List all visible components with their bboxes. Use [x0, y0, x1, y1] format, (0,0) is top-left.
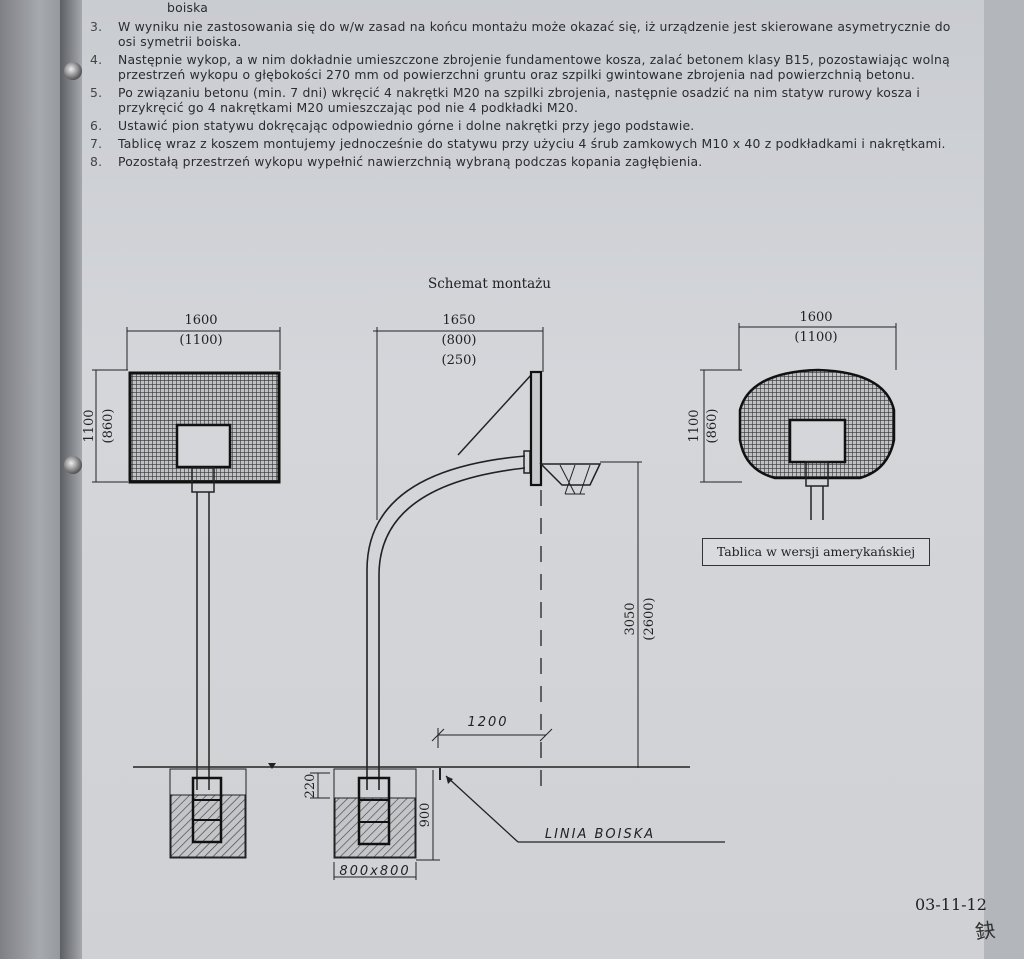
american-backboard-view: [700, 323, 897, 520]
step-item: 6. Ustawić pion statywu dokręcając odpowi…: [90, 118, 970, 133]
step-text: Po związaniu betonu (min. 7 dni) wkręcić…: [118, 85, 921, 115]
front-height-alt-label: (860): [101, 409, 116, 444]
american-version-caption: Tablica w wersji amerykańskiej: [702, 538, 930, 566]
side-width-label: 1650: [442, 313, 475, 328]
binder-ring-icon: [64, 62, 82, 80]
handwritten-signature: 鈌: [973, 917, 997, 945]
document-date: 03-11-12: [915, 895, 987, 914]
rim-height-label: 3050: [623, 602, 638, 635]
backboard-target-square: [175, 423, 232, 469]
court-line-label: LINIA BOISKA: [545, 827, 655, 842]
step-number: 7.: [90, 136, 103, 151]
step-number: 4.: [90, 52, 103, 67]
step-text: Następnie wykop, a w nim dokładnie umies…: [118, 52, 950, 82]
front-width-alt-label: (1100): [179, 333, 222, 348]
us-width-label: 1600: [799, 310, 832, 325]
offset-label: 1200: [467, 715, 508, 730]
depth-label: 900: [418, 803, 433, 828]
front-height-label: 1100: [82, 409, 97, 442]
diagram-title: Schemat montażu: [428, 276, 551, 292]
front-width-label: 1600: [184, 313, 217, 328]
us-height-alt-label: (860): [705, 409, 720, 444]
court-line-leader: [445, 775, 519, 843]
instructions-list: boiska 3. W wyniku nie zastosowania się d…: [90, 0, 970, 169]
front-view: [92, 327, 281, 859]
right-page-edge: [984, 0, 1024, 959]
side-pole: [366, 455, 526, 790]
side-rim: [539, 463, 602, 486]
side-backboard: [529, 370, 543, 487]
step-number: 8.: [90, 154, 103, 169]
step-fragment: boiska: [167, 0, 209, 15]
side-width-alt1-label: (800): [442, 333, 477, 348]
depth-top-label: 220: [303, 774, 318, 799]
side-view: [310, 327, 725, 880]
step-item: 4. Następnie wykop, a w nim dokładnie umi…: [90, 52, 970, 82]
step-item: 8. Pozostałą przestrzeń wykopu wypełnić n…: [90, 154, 970, 169]
front-foundation: [170, 794, 246, 858]
step-number: 5.: [90, 85, 103, 100]
us-width-alt-label: (1100): [794, 330, 837, 345]
side-foundation: [334, 797, 416, 858]
us-height-label: 1100: [687, 409, 702, 442]
step-item: 3. W wyniku nie zastosowania się do w/w z…: [90, 19, 970, 49]
foundation-size-label: 800x800: [339, 864, 410, 879]
step-item: 7. Tablicę wraz z koszem montujemy jednoc…: [90, 136, 970, 151]
step-text: Ustawić pion statywu dokręcając odpowied…: [118, 118, 695, 133]
rim-height-alt-label: (2600): [642, 597, 657, 640]
step-text: Tablicę wraz z koszem montujemy jednocze…: [118, 136, 946, 151]
step-item: 5. Po związaniu betonu (min. 7 dni) wkręc…: [90, 85, 970, 115]
side-brace: [457, 373, 533, 456]
step-number: 3.: [90, 19, 103, 34]
step-text: W wyniku nie zastosowania się do w/w zas…: [118, 19, 951, 49]
binder-ring-icon: [64, 456, 82, 474]
side-width-alt2-label: (250): [442, 353, 477, 368]
step-text: Pozostałą przestrzeń wykopu wypełnić naw…: [118, 154, 703, 169]
step-number: 6.: [90, 118, 103, 133]
